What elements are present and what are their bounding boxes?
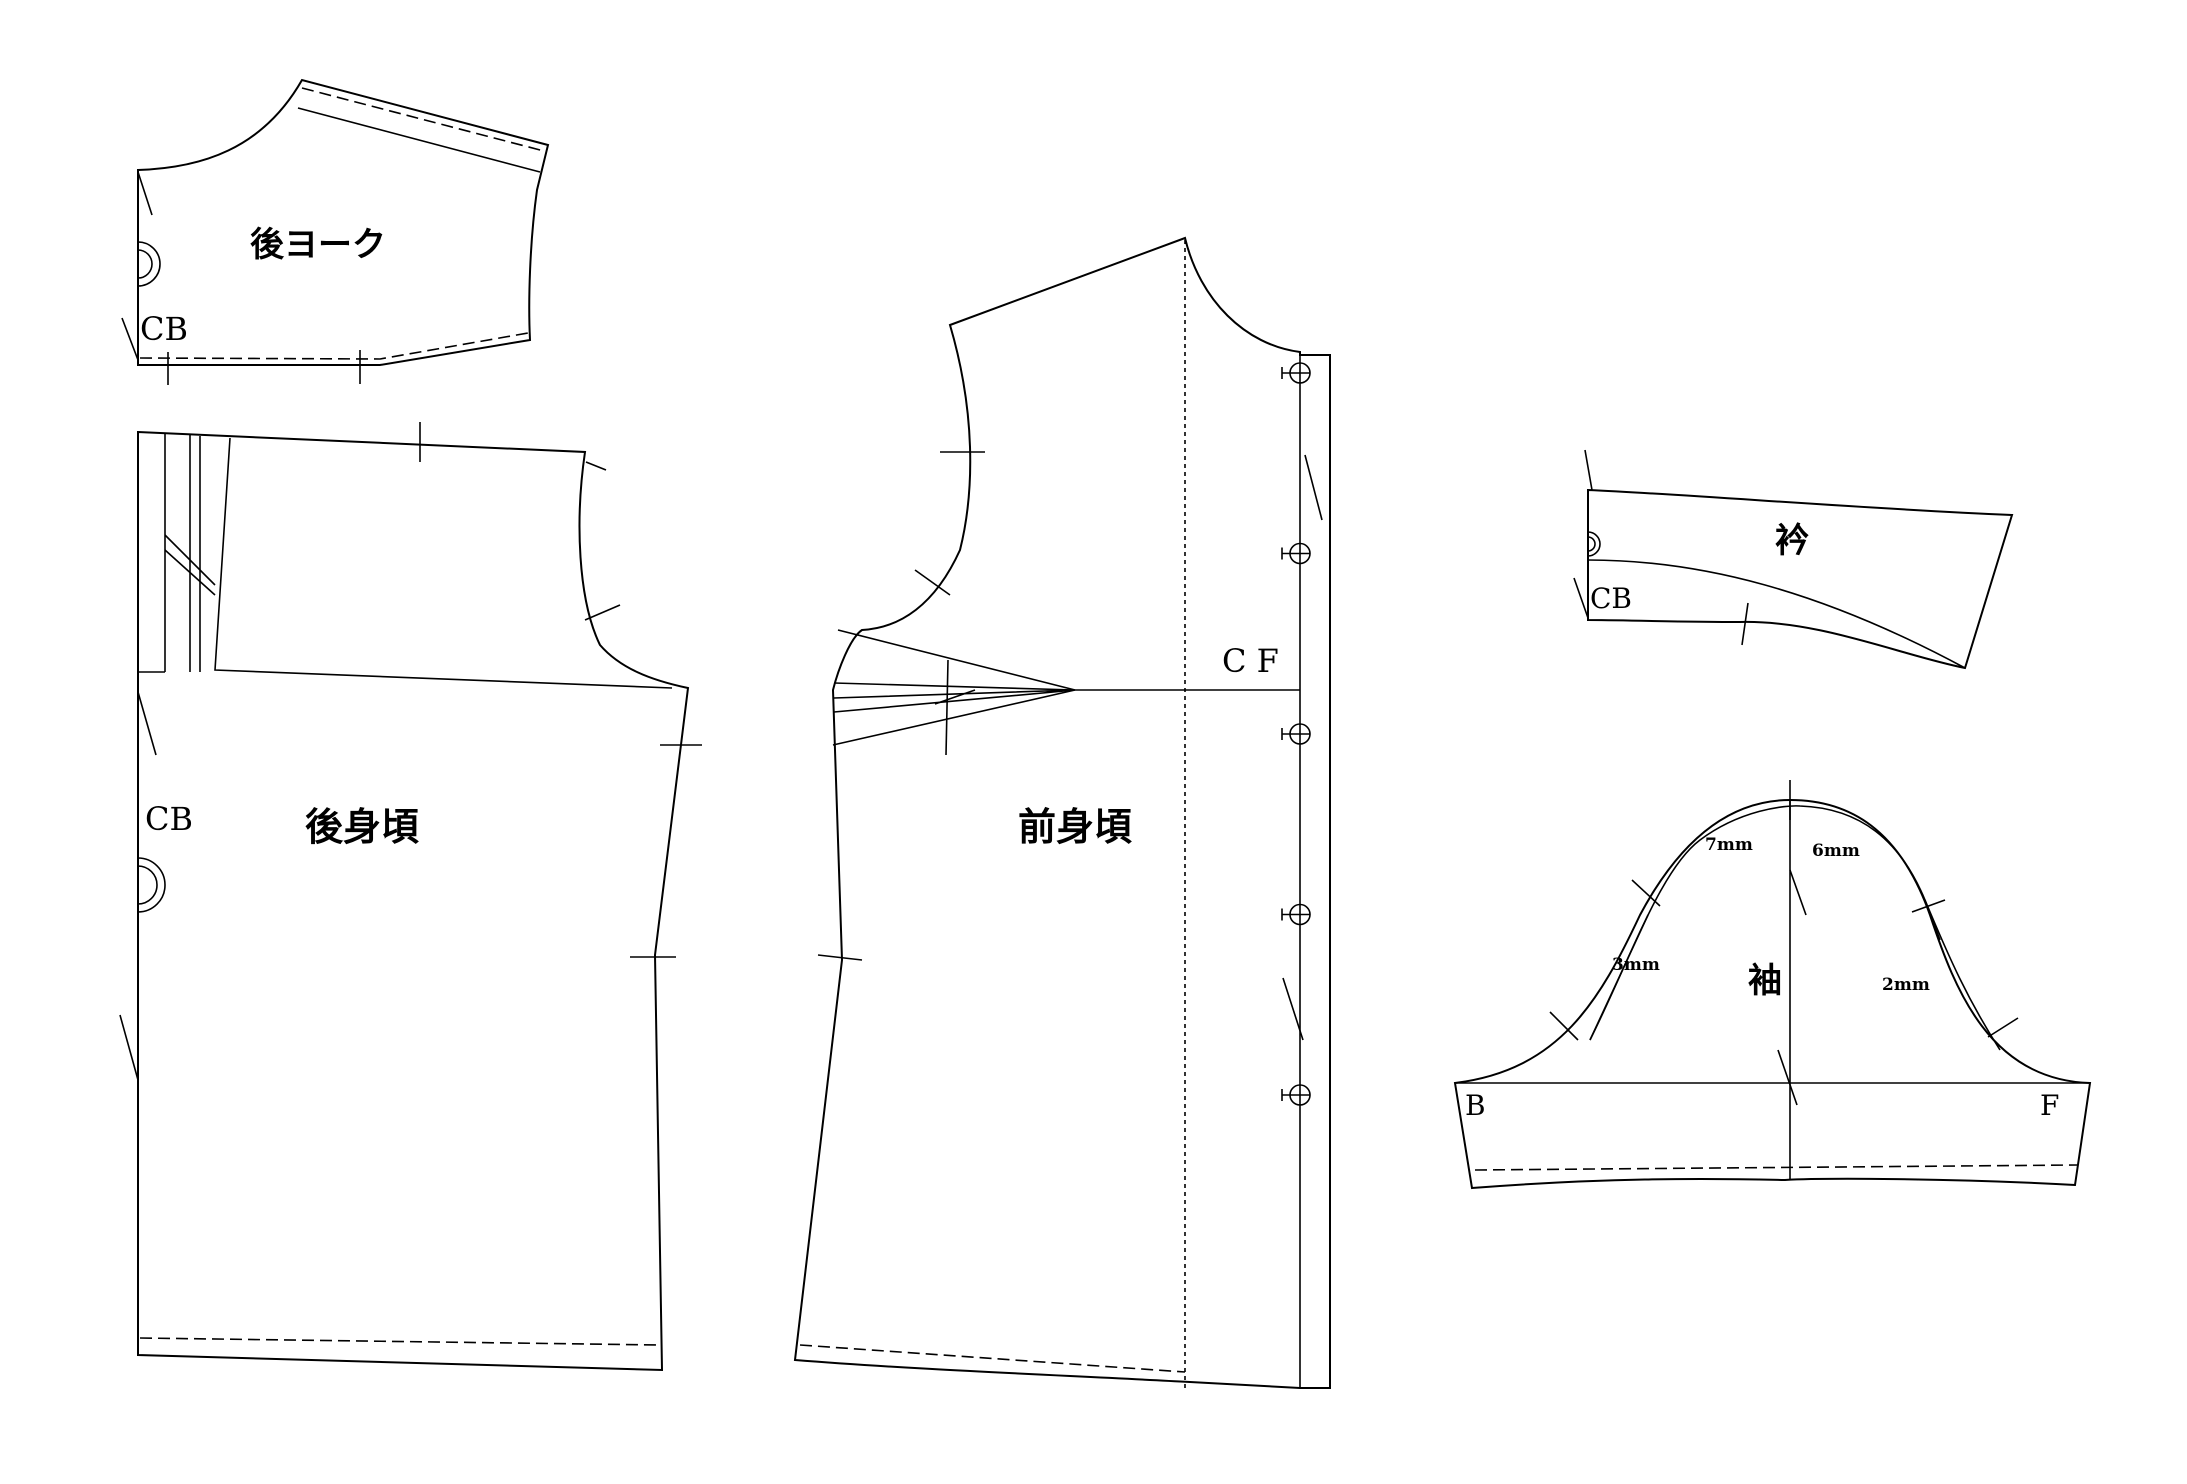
sleeve-notch (1911, 899, 1946, 913)
back-yoke-notch (137, 171, 153, 216)
front-bodice-dart (832, 629, 1076, 746)
collar-label: 衿 (1775, 521, 1809, 561)
sleeve-piece: 袖 B F 7mm 6mm 3mm 2mm (1453, 780, 2092, 1190)
sleeve-ease-note: 7mm (1705, 835, 1753, 855)
sleeve-notch (1549, 1011, 1579, 1041)
back-bodice-notch (584, 604, 621, 621)
front-button-mark (1281, 362, 1311, 384)
back-bodice-notch (119, 1014, 139, 1081)
sleeve-ease-note: 6mm (1812, 841, 1860, 861)
collar-outline (1587, 488, 2014, 670)
front-button-mark (1281, 1084, 1311, 1106)
sleeve-outline (1453, 798, 2092, 1190)
back-bodice-pleat-fold (164, 549, 216, 596)
front-bodice-dart-grain (934, 689, 976, 705)
back-yoke-notch (121, 317, 139, 361)
back-yoke-fold-button (137, 241, 161, 287)
sleeve-back-mark: B (1465, 1089, 1486, 1122)
back-bodice-piece: 後身頃 CB (119, 422, 702, 1372)
sleeve-cap-guide (1589, 805, 2001, 1051)
sleeve-ease-note: 2mm (1882, 975, 1930, 995)
sleeve-notch (1631, 879, 1661, 907)
back-bodice-pleat-fold (164, 534, 216, 586)
back-bodice-label: 後身頃 (305, 804, 419, 849)
back-yoke-hem-stitch (139, 332, 529, 360)
back-yoke-cb-mark: CB (140, 310, 188, 348)
back-bodice-hem-stitch (139, 1337, 661, 1346)
front-bodice-piece: 前身頃 C F (793, 236, 1331, 1389)
back-bodice-fold-button (137, 857, 166, 913)
front-bodice-outline (793, 236, 1331, 1389)
sleeve-ease-note: 3mm (1612, 955, 1660, 975)
back-bodice-outline (137, 430, 690, 1372)
sleeve-front-mark: F (2040, 1089, 2059, 1122)
front-bodice-notch (817, 954, 863, 961)
collar-stand-line (1587, 559, 1966, 669)
back-yoke-outline (137, 78, 550, 366)
sleeve-notch (1987, 1017, 2019, 1038)
back-yoke-label: 後ヨーク (250, 225, 386, 265)
front-bodice-label: 前身頃 (1018, 804, 1132, 849)
collar-piece: 衿 CB (1573, 449, 2014, 670)
front-bodice-buttons (1281, 362, 1311, 1106)
sleeve-notch (1789, 869, 1807, 916)
front-bodice-cf-mark: C F (1222, 642, 1279, 680)
collar-notch (1584, 449, 1593, 491)
front-bodice-dart-grain (945, 659, 949, 756)
back-bodice-notch (137, 691, 157, 756)
collar-notch (1741, 602, 1749, 646)
collar-notch (1573, 577, 1589, 619)
front-bodice-notch (1282, 977, 1304, 1041)
back-yoke-piece: 後ヨーク CB (121, 78, 550, 385)
front-bodice-notch (1304, 454, 1323, 521)
front-bodice-hem-stitch (799, 1344, 1186, 1373)
front-bodice-notch (914, 569, 951, 596)
sleeve-label: 袖 (1748, 961, 1782, 1001)
back-bodice-cb-mark: CB (145, 800, 193, 838)
collar-fold-button (1587, 531, 1601, 557)
back-bodice-notch (585, 461, 607, 471)
back-bodice-yoke-line (214, 437, 673, 689)
front-bodice-dart-fold (833, 682, 1115, 713)
sleeve-hem-stitch (1474, 1164, 2079, 1171)
sleeve-ease-marker (1589, 914, 1649, 1041)
front-button-mark (1281, 542, 1311, 565)
front-button-mark (1281, 723, 1311, 745)
back-yoke-shoulder-seam (297, 107, 541, 173)
front-button-mark (1281, 903, 1311, 926)
collar-cb-mark: CB (1590, 582, 1632, 615)
back-yoke-shoulder-stitch (301, 87, 545, 152)
sleeve-notch (1777, 1049, 1798, 1106)
